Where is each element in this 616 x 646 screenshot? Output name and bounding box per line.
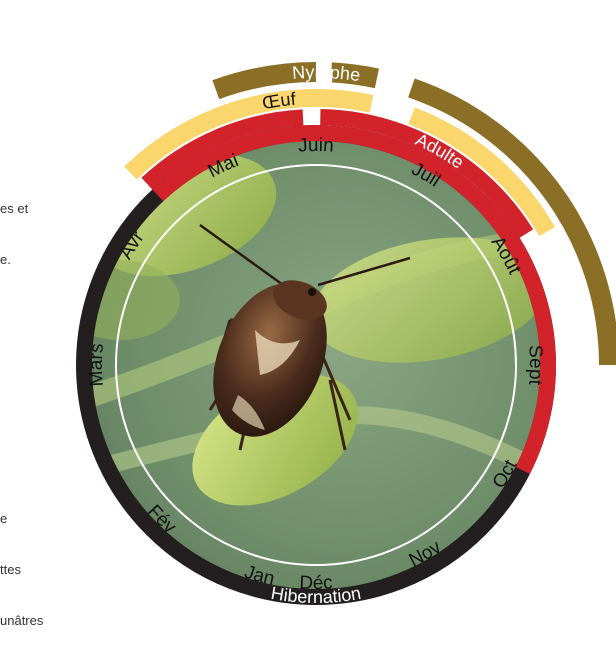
month-label: Mars — [86, 343, 108, 387]
month-label: Juin — [298, 135, 335, 157]
life-cycle-diagram: JanFévMarsAvrMaiJuinJuilAoûtSeptOctNovDé… — [0, 0, 616, 620]
